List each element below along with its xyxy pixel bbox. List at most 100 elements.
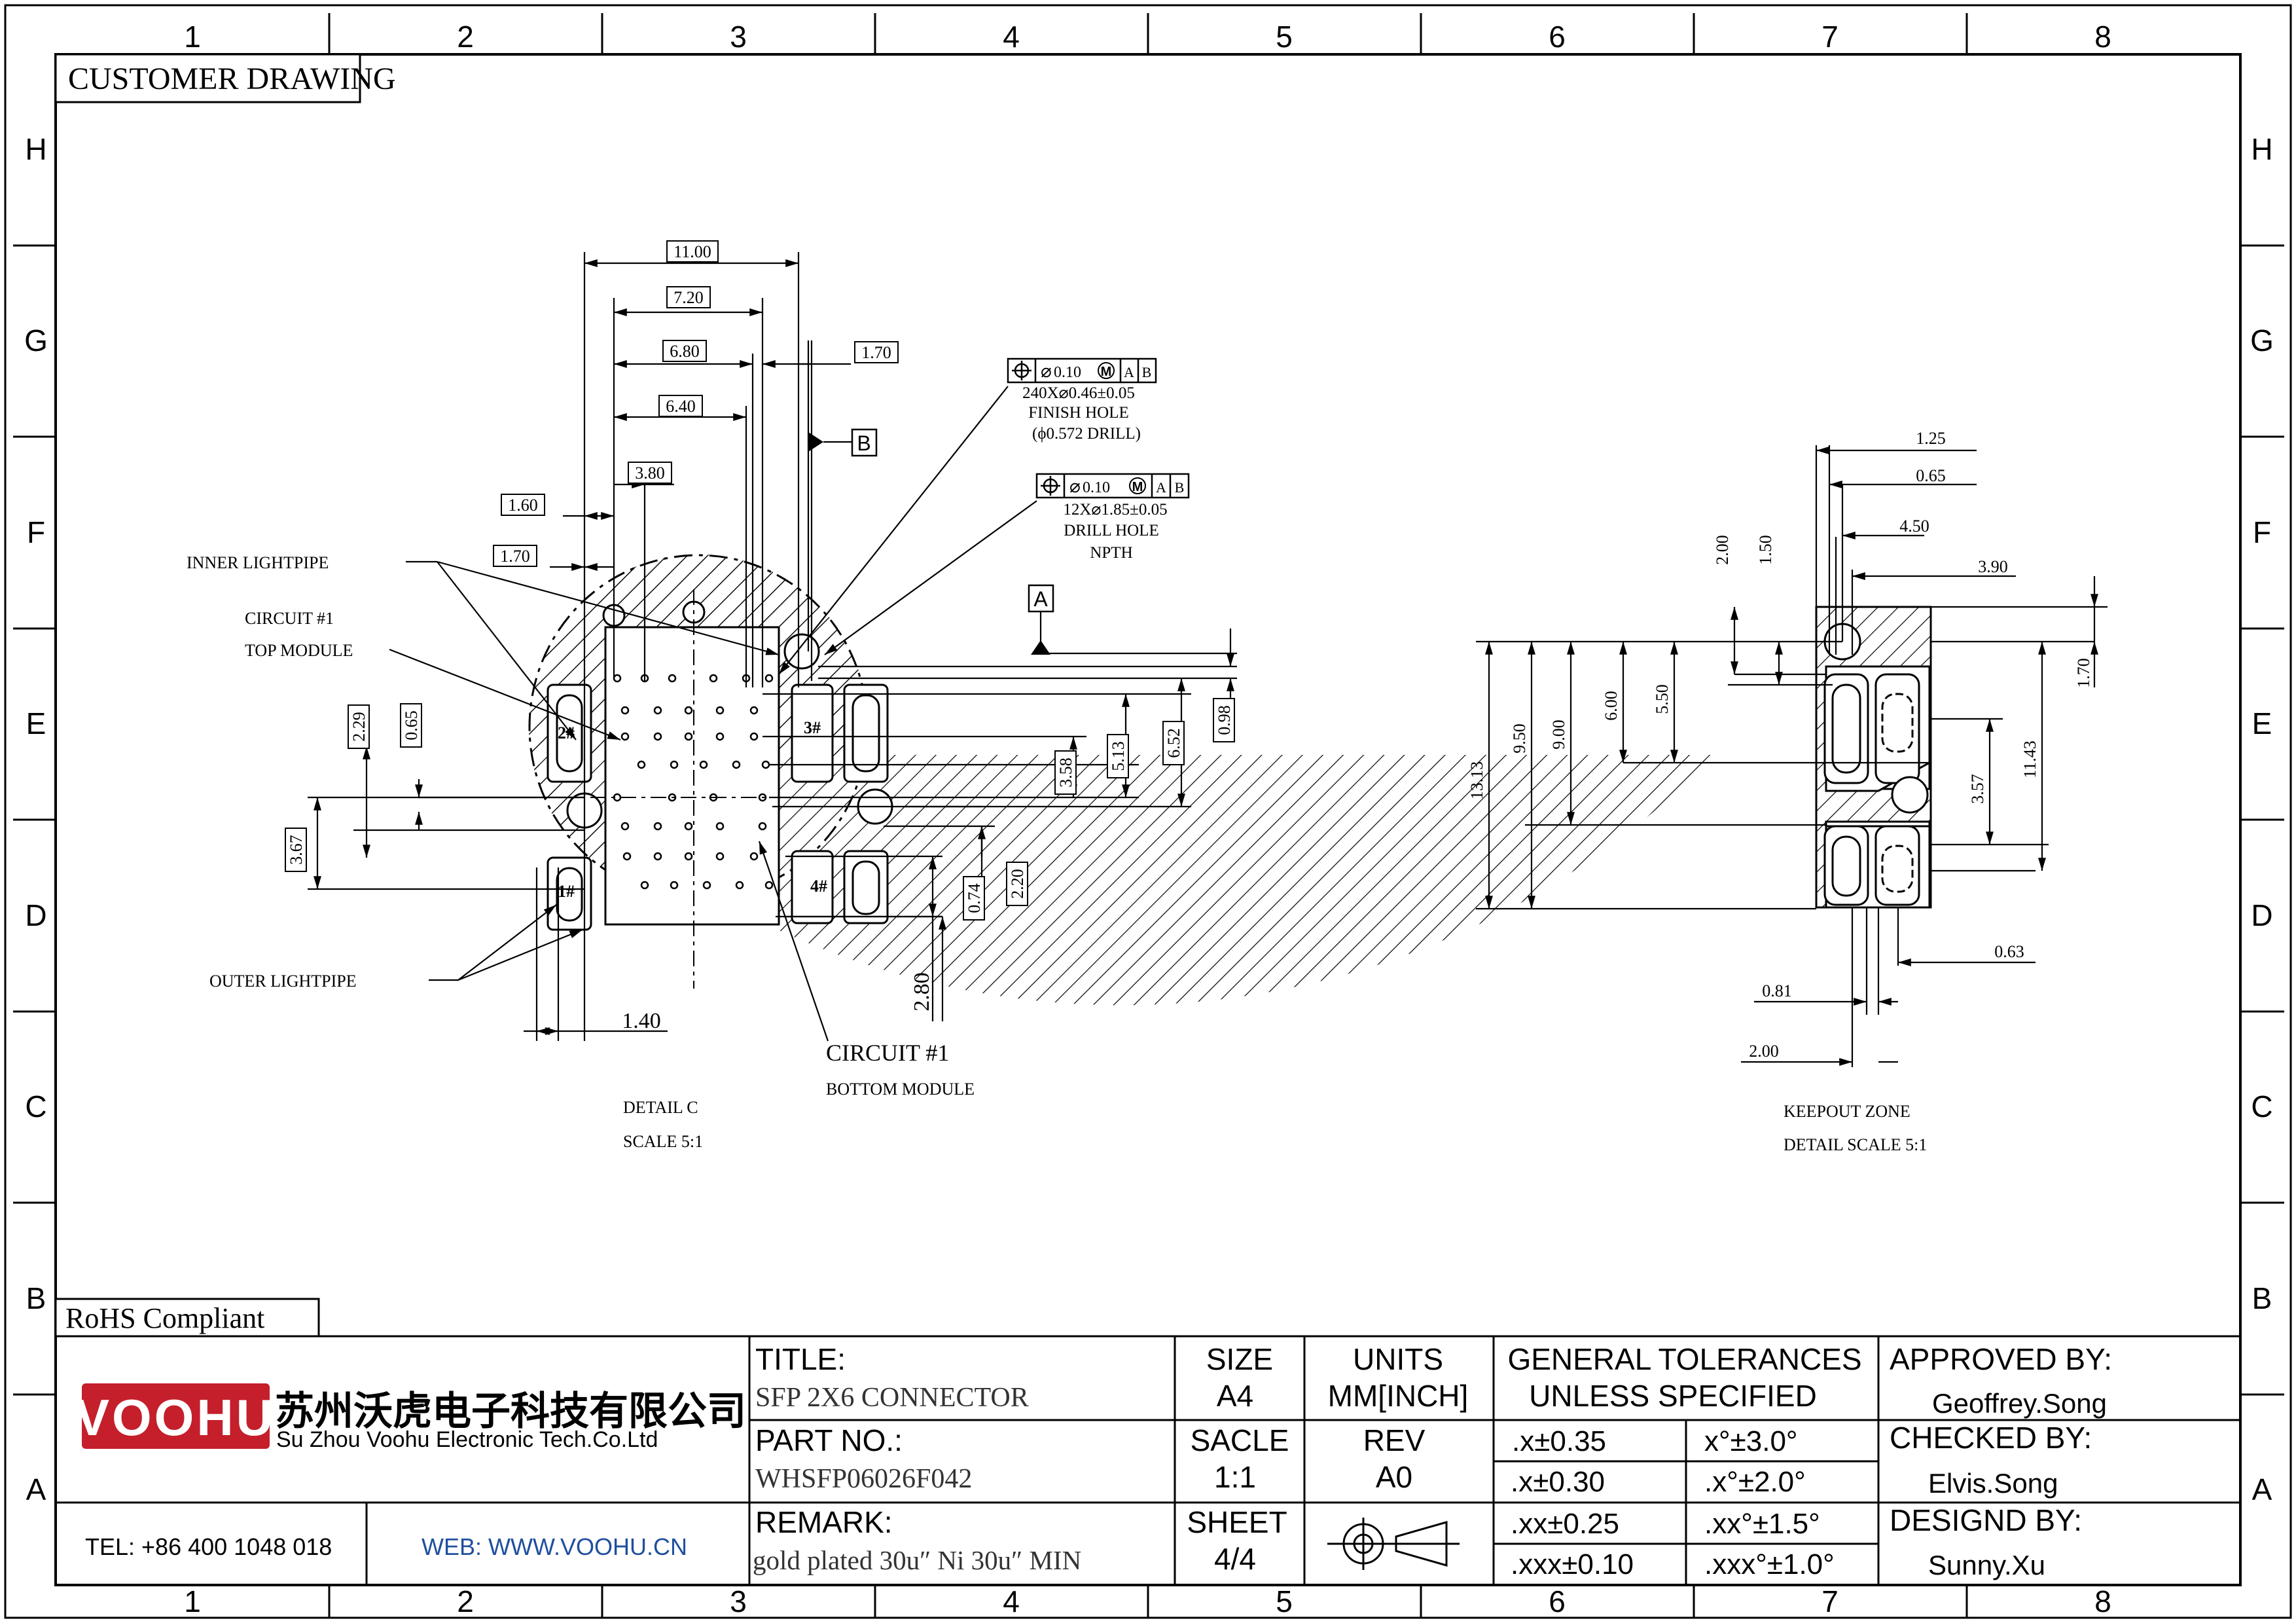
dim-3-58: 3.58: [1056, 757, 1075, 788]
slot-4a-outer: [791, 850, 834, 924]
title-label: TITLE:: [755, 1342, 846, 1376]
size-value: A4: [1217, 1379, 1253, 1413]
company-name-en: Su Zhou Voohu Electronic Tech.Co.Ltd: [276, 1427, 658, 1452]
finish-holes-grid: [613, 674, 774, 890]
rohs-tag: RoHS Compliant: [54, 1298, 320, 1338]
detail-c-vertical-dims: 2.29 0.65 3.67 3.58 5.13 6.52: [285, 698, 1235, 1012]
ko-dim-11-43: 11.43: [2020, 740, 2039, 778]
note2-line2: DRILL HOLE: [1064, 522, 1159, 539]
company-logo: VOOHU: [75, 1383, 276, 1449]
size-label: SIZE: [1206, 1342, 1273, 1376]
col-2-top: 2: [457, 20, 474, 54]
rohs-label: RoHS Compliant: [65, 1302, 264, 1334]
checked-value: Elvis.Song: [1928, 1468, 2058, 1499]
title-block-fields: TITLE: SFP 2X6 CONNECTOR PART NO.: WHSFP…: [753, 1342, 2112, 1580]
pin-1-label: 1#: [558, 882, 575, 901]
part-value: WHSFP06026F042: [755, 1464, 972, 1494]
tol-linear-2: .x±0.30: [1511, 1466, 1605, 1498]
company-name-cn: 苏州沃虎电子科技有限公司: [275, 1389, 746, 1433]
note1-line2: FINISH HOLE: [1028, 404, 1128, 422]
web-link[interactable]: WEB: WWW.VOOHU.CN: [422, 1533, 687, 1560]
fcf1-datum-a: A: [1124, 364, 1134, 380]
row-f-right: F: [2253, 515, 2271, 549]
slot-3b-inner: [852, 694, 880, 773]
fcf1-tolerance: 0.10: [1054, 364, 1081, 381]
col-4-top: 4: [1003, 20, 1020, 54]
row-f-left: F: [27, 515, 45, 549]
tol-angular-2: .x°±2.0°: [1704, 1466, 1806, 1498]
ko-dim-1-70: 1.70: [2074, 658, 2093, 688]
row-g-left: G: [24, 323, 48, 357]
keepout-caption-2: DETAIL SCALE 5:1: [1784, 1135, 1927, 1154]
dim-0-65: 0.65: [402, 710, 421, 740]
datum-b-label: B: [857, 431, 870, 455]
projection-symbol-icon: [1327, 1518, 1460, 1570]
col-3-top: 3: [730, 20, 747, 54]
ko-dim-5-50: 5.50: [1653, 684, 1672, 714]
fcf-drill-hole: ⌀ 0.10 M A B 12X⌀1.85±0.05 DRILL HOLE NP…: [824, 473, 1190, 655]
keepout-view: 1.25 0.65 4.50 3.90 0.63 0.81 2.00 2.00 …: [1467, 429, 2108, 1154]
dim-1-40: 1.40: [622, 1009, 661, 1033]
dim-0-74: 0.74: [965, 883, 984, 913]
tol-angular-4: .xxx°±1.0°: [1704, 1548, 1835, 1580]
slot-4b-inner: [852, 860, 880, 915]
circuit-top-line1: CIRCUIT #1: [245, 609, 334, 628]
scale-label: SACLE: [1191, 1423, 1289, 1457]
ko-dim-6-00: 6.00: [1602, 691, 1621, 721]
dim-2-80: 2.80: [910, 972, 934, 1012]
fcf2-modifier: M: [1132, 480, 1143, 494]
approved-value: Geoffrey.Song: [1932, 1388, 2107, 1419]
ko-dim-0-63: 0.63: [1994, 942, 2024, 961]
units-label: UNITS: [1353, 1342, 1443, 1376]
center-marks: [530, 589, 890, 989]
row-c-right: C: [2251, 1089, 2272, 1123]
row-b-left: B: [26, 1281, 46, 1315]
tolerance-header-2: UNLESS SPECIFIED: [1529, 1379, 1817, 1413]
row-h-left: H: [25, 132, 46, 166]
col-8-top: 8: [2094, 20, 2111, 54]
rev-value: A0: [1376, 1460, 1412, 1494]
dim-3-67: 3.67: [287, 835, 306, 865]
title-value: SFP 2X6 CONNECTOR: [755, 1383, 1029, 1413]
logo-text: VOOHU: [75, 1389, 276, 1446]
tel-text: TEL: +86 400 1048 018: [85, 1533, 332, 1560]
ko-dim-1-25: 1.25: [1916, 429, 1946, 448]
note1-line3: (ϕ0.572 DRILL): [1032, 425, 1141, 443]
tol-linear-4: .xxx±0.10: [1511, 1548, 1634, 1580]
row-d-left: D: [25, 898, 46, 932]
svg-text:⌀: ⌀: [1041, 361, 1052, 382]
dim-2-20: 2.20: [1008, 869, 1027, 899]
row-d-right: D: [2251, 898, 2272, 932]
detail-c-opening: [604, 626, 780, 926]
tol-linear-1: .x±0.35: [1512, 1425, 1606, 1457]
title-block: [56, 1335, 2240, 1585]
dim-6-40: 6.40: [666, 397, 696, 416]
units-value: MM[INCH]: [1328, 1379, 1469, 1413]
col-1-top: 1: [184, 20, 201, 54]
col-8-bottom: 8: [2094, 1584, 2111, 1618]
ko-dim-2-00-h: 2.00: [1749, 1042, 1779, 1061]
dim-6-52: 6.52: [1164, 728, 1183, 758]
note1-line1: 240X⌀0.46±0.05: [1022, 384, 1135, 402]
col-1-bottom: 1: [184, 1584, 201, 1618]
ko-dim-1-50: 1.50: [1756, 535, 1775, 565]
row-g-right: G: [2250, 323, 2274, 357]
sheet-label: SHEET: [1187, 1505, 1287, 1539]
ko-dim-4-50: 4.50: [1899, 517, 1929, 536]
remark-value: gold plated 30u″ Ni 30u″ MIN: [753, 1545, 1081, 1575]
note2-line3: NPTH: [1090, 544, 1132, 562]
row-a-left: A: [26, 1472, 46, 1506]
slot-1-inner: [556, 867, 583, 922]
tol-angular-3: .xx°±1.5°: [1704, 1508, 1820, 1540]
detail-c-dimension-lines: [308, 252, 1237, 1041]
part-label: PART NO.:: [755, 1423, 903, 1457]
fcf2-datum-b: B: [1175, 479, 1185, 496]
circuit-top-line2: TOP MODULE: [245, 641, 353, 660]
customer-drawing-tag: CUSTOMER DRAWING: [54, 53, 396, 103]
keepout-dim-text: 1.25 0.65 4.50 3.90 0.63 0.81 2.00 2.00 …: [1467, 429, 2093, 1061]
row-c-left: C: [25, 1089, 46, 1123]
col-5-top: 5: [1276, 20, 1293, 54]
dim-11-00: 11.00: [673, 242, 711, 261]
row-b-right: B: [2252, 1281, 2272, 1315]
